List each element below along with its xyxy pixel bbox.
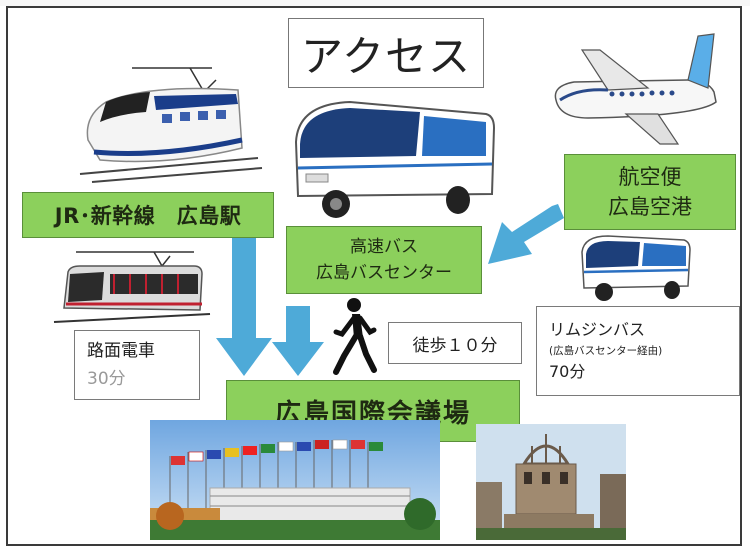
bus-center-line2: 広島バスセンター — [316, 263, 452, 283]
peace-memorial-photo — [476, 424, 626, 540]
arrow-jr-to-venue — [216, 238, 272, 376]
airplane-icon — [554, 33, 717, 145]
bus-center-box: 高速バス 広島バスセンター — [286, 226, 482, 294]
shinkansen-icon — [79, 67, 263, 183]
tram-box: 路面電車 30分 — [74, 330, 200, 400]
tram-line2: 30分 — [87, 369, 126, 389]
limousine-line3: 70分 — [549, 362, 586, 381]
airport-box: 航空便 広島空港 — [564, 154, 736, 230]
tram-icon — [53, 251, 211, 323]
tram-line1: 路面電車 — [87, 341, 155, 361]
bus-center-line1: 高速バス — [350, 237, 418, 257]
jr-station-box: JR･新幹線 広島駅 — [22, 192, 274, 238]
airport-line2: 広島空港 — [608, 195, 692, 219]
limousine-box: リムジンバス (広島バスセンター経由) 70分 — [536, 306, 740, 396]
diagram-title: アクセス — [288, 18, 484, 88]
walk-time-box: 徒歩１０分 — [388, 322, 522, 364]
top-edge — [0, 0, 750, 6]
airport-line1: 航空便 — [618, 165, 682, 189]
limousine-line1: リムジンバス — [549, 320, 646, 339]
arrow-air-to-bus — [488, 204, 564, 264]
bus-icon — [294, 100, 496, 218]
limousine-bus-icon — [581, 235, 691, 301]
walking-person-icon — [333, 298, 377, 375]
conference-hall-photo — [150, 420, 440, 540]
limousine-line2: (広島バスセンター経由) — [549, 345, 663, 357]
arrow-bus-to-venue — [272, 306, 324, 376]
